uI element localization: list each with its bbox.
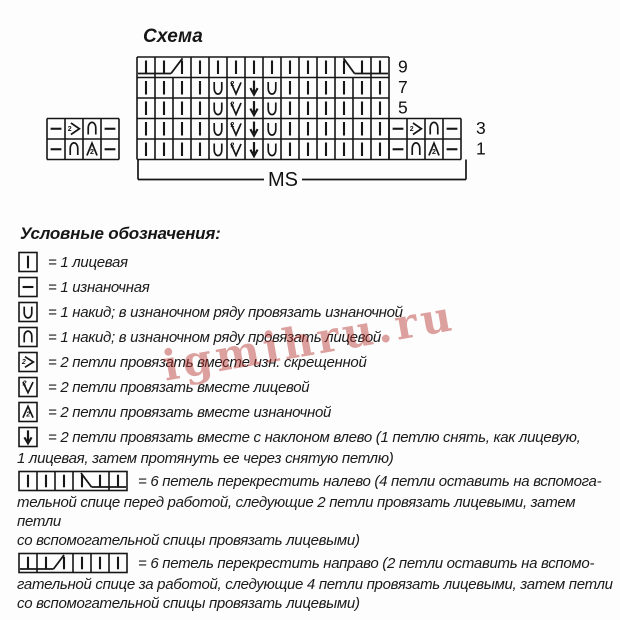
legend-text: = 6 петель перекрестить налево (4 петли … bbox=[138, 472, 602, 490]
ms-label: MS bbox=[268, 169, 298, 191]
legend-text-continued: со вспомогательной спицы провязать лицев… bbox=[17, 595, 360, 612]
legend-text-continued: гательной спице за работой, следующие 4 … bbox=[17, 576, 613, 593]
symbol-p2tog_tbl-icon: 2 bbox=[17, 350, 39, 374]
legend: = 1 лицевая = 1 изнаночная = 1 накид; в из… bbox=[17, 250, 615, 614]
row-number: 9 bbox=[398, 57, 408, 77]
chart-grid-svg: 9 2 7 2 5 2 2 2 3 2 2 2 1MS bbox=[46, 56, 486, 191]
svg-text:2: 2 bbox=[230, 81, 234, 88]
symbol-k2tog-icon: 2 bbox=[17, 375, 39, 399]
svg-text:2: 2 bbox=[25, 412, 30, 419]
legend-text: = 2 петли провязать вместе лицевой bbox=[48, 378, 310, 396]
legend-item: = 2 петли провязать вместе с наклоном вл… bbox=[17, 425, 615, 468]
svg-text:2: 2 bbox=[230, 143, 234, 150]
row-number: 1 bbox=[476, 139, 486, 159]
legend-item: 2 = 2 петли провязать вместе изнаночной bbox=[17, 400, 615, 424]
chart-title: Схема bbox=[143, 26, 204, 47]
svg-text:2: 2 bbox=[68, 126, 72, 133]
legend-item: = 6 петель перекрестить налево (4 петли … bbox=[17, 469, 615, 550]
symbol-cable_right-icon bbox=[17, 551, 129, 575]
svg-text:2: 2 bbox=[410, 126, 414, 133]
svg-text:2: 2 bbox=[22, 380, 27, 387]
svg-text:2: 2 bbox=[21, 359, 26, 366]
row-number: 3 bbox=[476, 118, 486, 138]
legend-text-continued: со вспомогательной спицы провязать лицев… bbox=[17, 532, 360, 549]
legend-item: 2 = 2 петли провязать вместе лицевой bbox=[17, 375, 615, 399]
legend-text: = 2 петли провязать вместе с наклоном вл… bbox=[48, 428, 581, 446]
legend-item: = 6 петель перекрестить направо (2 петли… bbox=[17, 551, 615, 613]
symbol-yo_n-icon bbox=[17, 325, 39, 349]
legend-item: = 1 накид; в изнаночном ряду провязать и… bbox=[17, 300, 615, 324]
symbol-cable_left-icon bbox=[17, 469, 129, 493]
legend-text: = 2 петли провязать вместе изн. скрещенн… bbox=[48, 353, 367, 371]
legend-text: = 1 лицевая bbox=[48, 253, 128, 271]
legend-item: = 1 накид; в изнаночном ряду провязать л… bbox=[17, 325, 615, 349]
legend-text: = 1 накид; в изнаночном ряду провязать и… bbox=[48, 303, 403, 321]
symbol-yo_u-icon bbox=[17, 300, 39, 324]
legend-text: = 6 петель перекрестить направо (2 петли… bbox=[138, 554, 595, 572]
svg-text:2: 2 bbox=[230, 102, 234, 109]
symbol-p-icon bbox=[17, 275, 39, 299]
legend-text-continued: 1 лицевая, затем протянуть ее через снят… bbox=[17, 450, 394, 467]
legend-text: = 2 петли провязать вместе изнаночной bbox=[48, 403, 332, 421]
svg-text:2: 2 bbox=[90, 149, 94, 156]
row-number: 7 bbox=[398, 77, 408, 97]
legend-text: = 1 накид; в изнаночном ряду провязать л… bbox=[48, 328, 381, 346]
row-number: 5 bbox=[398, 98, 408, 118]
legend-item: = 1 изнаночная bbox=[17, 275, 615, 299]
legend-item: 2 = 2 петли провязать вместе изн. скрещен… bbox=[17, 350, 615, 374]
symbol-p2tog-icon: 2 bbox=[17, 400, 39, 424]
svg-text:2: 2 bbox=[432, 149, 436, 156]
svg-text:2: 2 bbox=[230, 122, 234, 129]
legend-heading: Условные обозначения: bbox=[20, 224, 221, 243]
legend-item: = 1 лицевая bbox=[17, 250, 615, 274]
symbol-skp-icon bbox=[17, 425, 39, 449]
legend-text: = 1 изнаночная bbox=[48, 278, 150, 296]
legend-text-continued: тельной спице перед работой, следующие 2… bbox=[17, 494, 576, 530]
symbol-k-icon bbox=[17, 250, 39, 274]
